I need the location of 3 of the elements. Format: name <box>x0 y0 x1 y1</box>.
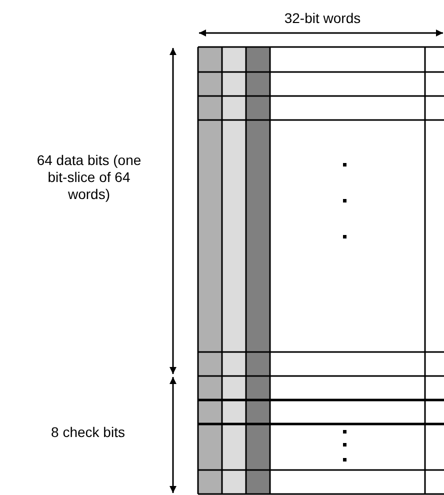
dimension-label: 32-bit words <box>283 10 362 27</box>
dimension-label: 64 data bits (one bit-slice of 64 words) <box>36 152 142 203</box>
dimension-label: 8 check bits <box>50 424 126 441</box>
